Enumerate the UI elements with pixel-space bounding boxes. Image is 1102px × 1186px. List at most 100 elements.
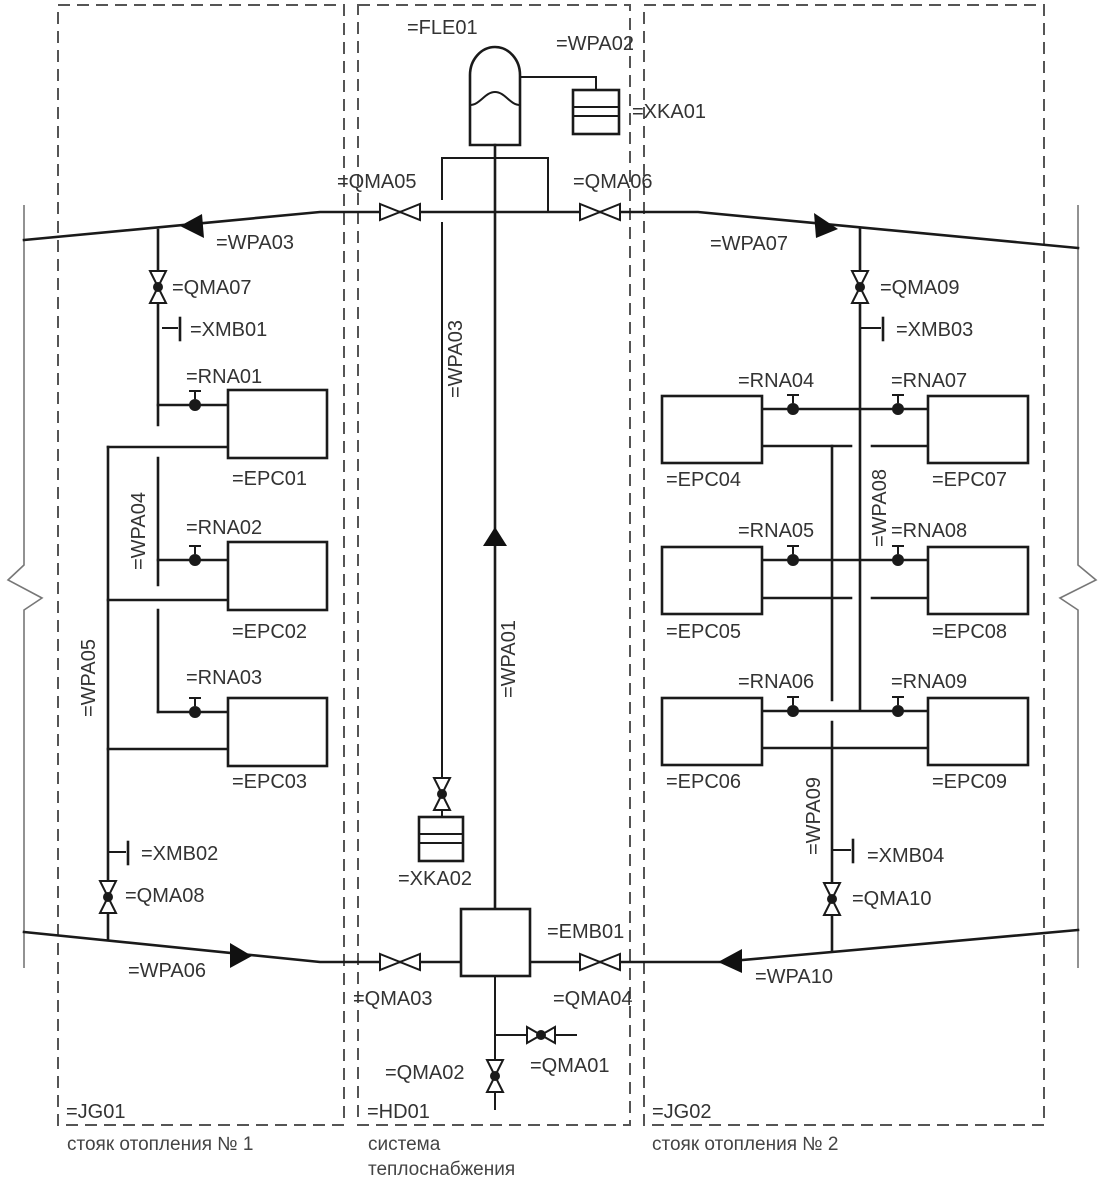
regulator-rna03 [189, 697, 201, 718]
label-wpa02: =WPA02 [556, 33, 634, 55]
label-rna09: =RNA09 [891, 671, 967, 693]
label-rna07: =RNA07 [891, 370, 967, 392]
label-rna06: =RNA06 [738, 671, 814, 693]
label-rna01: =RNA01 [186, 366, 262, 388]
valve-qma02 [485, 1059, 505, 1093]
label-qma08: =QMA08 [125, 885, 204, 907]
label-epc07: =EPC07 [932, 469, 1007, 491]
label-xka02: =XKA02 [398, 868, 472, 890]
label-epc08: =EPC08 [932, 621, 1007, 643]
flow-arrow-wpa01 [483, 527, 507, 546]
valve-qma10 [822, 882, 842, 916]
label-epc02: =EPC02 [232, 621, 307, 643]
flow-arrow-wpa10 [718, 949, 742, 973]
label-qma06: =QMA06 [573, 171, 652, 193]
radiator-epc04 [660, 394, 764, 465]
bypass-pipe [441, 157, 549, 212]
label-xmb03: =XMB03 [896, 319, 973, 341]
label-epc03: =EPC03 [232, 771, 307, 793]
label-wpa03-vertical: =WPA03 [445, 320, 467, 398]
label-emb01: =EMB01 [547, 921, 624, 943]
label-qma03: =QMA03 [353, 988, 432, 1010]
valve-qma06 [579, 202, 621, 222]
label-rna05: =RNA05 [738, 520, 814, 542]
zone-jg02-caption: стояк отопления № 2 [652, 1134, 838, 1155]
radiator-epc01 [226, 388, 329, 460]
valve-qma01 [526, 1025, 556, 1045]
radiator-epc05 [660, 545, 764, 616]
label-epc09: =EPC09 [932, 771, 1007, 793]
label-qma05: =QMA05 [337, 171, 416, 193]
zone-jg02-id: =JG02 [652, 1101, 711, 1123]
regulator-rna08 [892, 545, 904, 566]
label-wpa03: =WPA03 [216, 232, 294, 254]
expansion-tank-fle01 [468, 45, 522, 147]
label-qma10: =QMA10 [852, 888, 931, 910]
right-break-line [1058, 205, 1098, 968]
label-xmb04: =XMB04 [867, 845, 944, 867]
tank-water-level [469, 90, 521, 106]
flow-arrow-wpa06 [230, 943, 252, 968]
label-wpa04: =WPA04 [128, 492, 150, 570]
radiator-epc06 [660, 696, 764, 767]
label-epc04: =EPC04 [666, 469, 741, 491]
tank-xka02 [417, 815, 465, 863]
zone-hd01-caption-2: теплоснабжения [368, 1159, 515, 1180]
label-qma02: =QMA02 [385, 1062, 464, 1084]
regulator-rna04 [787, 394, 799, 415]
label-wpa09: =WPA09 [803, 777, 825, 855]
label-xmb01: =XMB01 [190, 319, 267, 341]
heat-station-emb01 [459, 907, 532, 978]
label-wpa07: =WPA07 [710, 233, 788, 255]
label-rna03: =RNA03 [186, 667, 262, 689]
zone-jg01-border [57, 4, 345, 1126]
label-wpa10: =WPA10 [755, 966, 833, 988]
label-wpa06: =WPA06 [128, 960, 206, 982]
label-qma04: =QMA04 [553, 988, 632, 1010]
flow-arrow-wpa07 [814, 213, 838, 238]
label-epc05: =EPC05 [666, 621, 741, 643]
regulator-rna07 [892, 394, 904, 415]
label-qma09: =QMA09 [880, 277, 959, 299]
label-rna04: =RNA04 [738, 370, 814, 392]
radiator-epc09 [926, 696, 1030, 767]
radiator-epc03 [226, 696, 329, 768]
pipe-wpa02 [520, 76, 597, 90]
tank-xka01 [571, 88, 621, 136]
radiator-epc02 [226, 540, 329, 612]
supply-main-pipe [22, 210, 1080, 250]
regulator-rna06 [787, 696, 799, 717]
zone-hd01-caption-1: система [368, 1134, 441, 1155]
radiator-epc08 [926, 545, 1030, 616]
regulator-rna02 [189, 545, 201, 566]
label-qma07: =QMA07 [172, 277, 251, 299]
label-rna02: =RNA02 [186, 517, 262, 539]
regulator-rna01 [189, 390, 201, 411]
zone-jg02-border [643, 4, 1045, 1126]
valve-qma04 [579, 952, 621, 972]
flow-arrow-wpa03 [180, 214, 204, 238]
valve-qma09 [850, 270, 870, 304]
valve-qma08 [98, 880, 118, 914]
regulator-rna05 [787, 545, 799, 566]
label-epc06: =EPC06 [666, 771, 741, 793]
label-wpa08: =WPA08 [869, 469, 891, 547]
zone-jg01-caption: стояк отопления № 1 [67, 1134, 253, 1155]
label-rna08: =RNA08 [891, 520, 967, 542]
label-xmb02: =XMB02 [141, 843, 218, 865]
label-wpa01: =WPA01 [498, 620, 520, 698]
valve-qma05 [379, 202, 421, 222]
valve-qma03 [379, 952, 421, 972]
label-qma01: =QMA01 [530, 1055, 609, 1077]
label-wpa05: =WPA05 [78, 639, 100, 717]
valve-qma07 [148, 270, 168, 304]
zone-hd01-id: =HD01 [367, 1101, 430, 1123]
zone-hd01-border [357, 4, 631, 1126]
label-xka01: =XKA01 [632, 101, 706, 123]
left-break-line [6, 205, 44, 968]
regulator-rna09 [892, 696, 904, 717]
label-epc01: =EPC01 [232, 468, 307, 490]
radiator-epc07 [926, 394, 1030, 465]
label-fle01: =FLE01 [407, 17, 478, 39]
